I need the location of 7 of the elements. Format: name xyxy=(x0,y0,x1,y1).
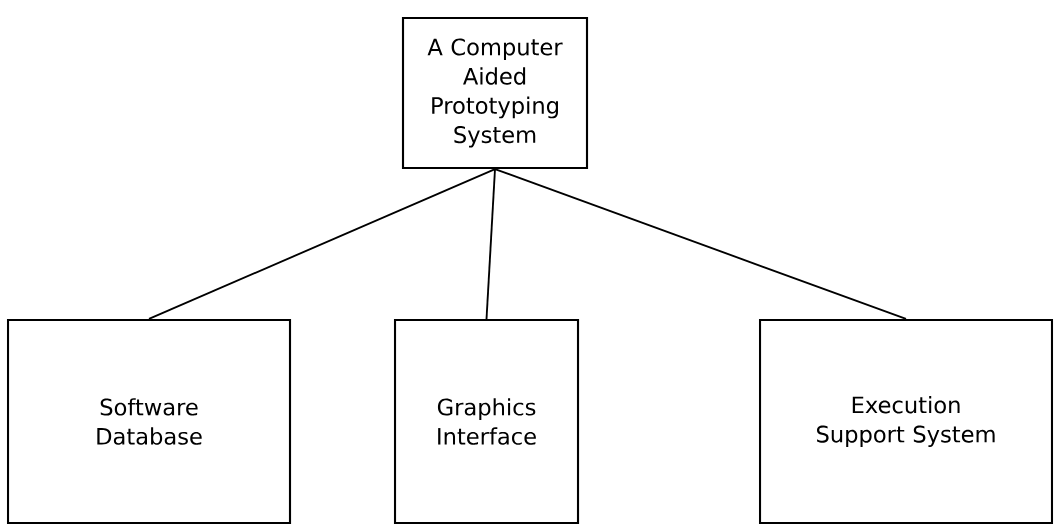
connector-line xyxy=(494,168,907,320)
connector-line xyxy=(485,168,496,320)
process-box: Graphics Interface xyxy=(393,318,580,525)
connector-line xyxy=(148,168,496,320)
process-box: Software Database xyxy=(6,318,292,525)
process-box: Execution Support System xyxy=(758,318,1054,525)
process-box: A Computer Aided Prototyping System xyxy=(401,16,589,170)
